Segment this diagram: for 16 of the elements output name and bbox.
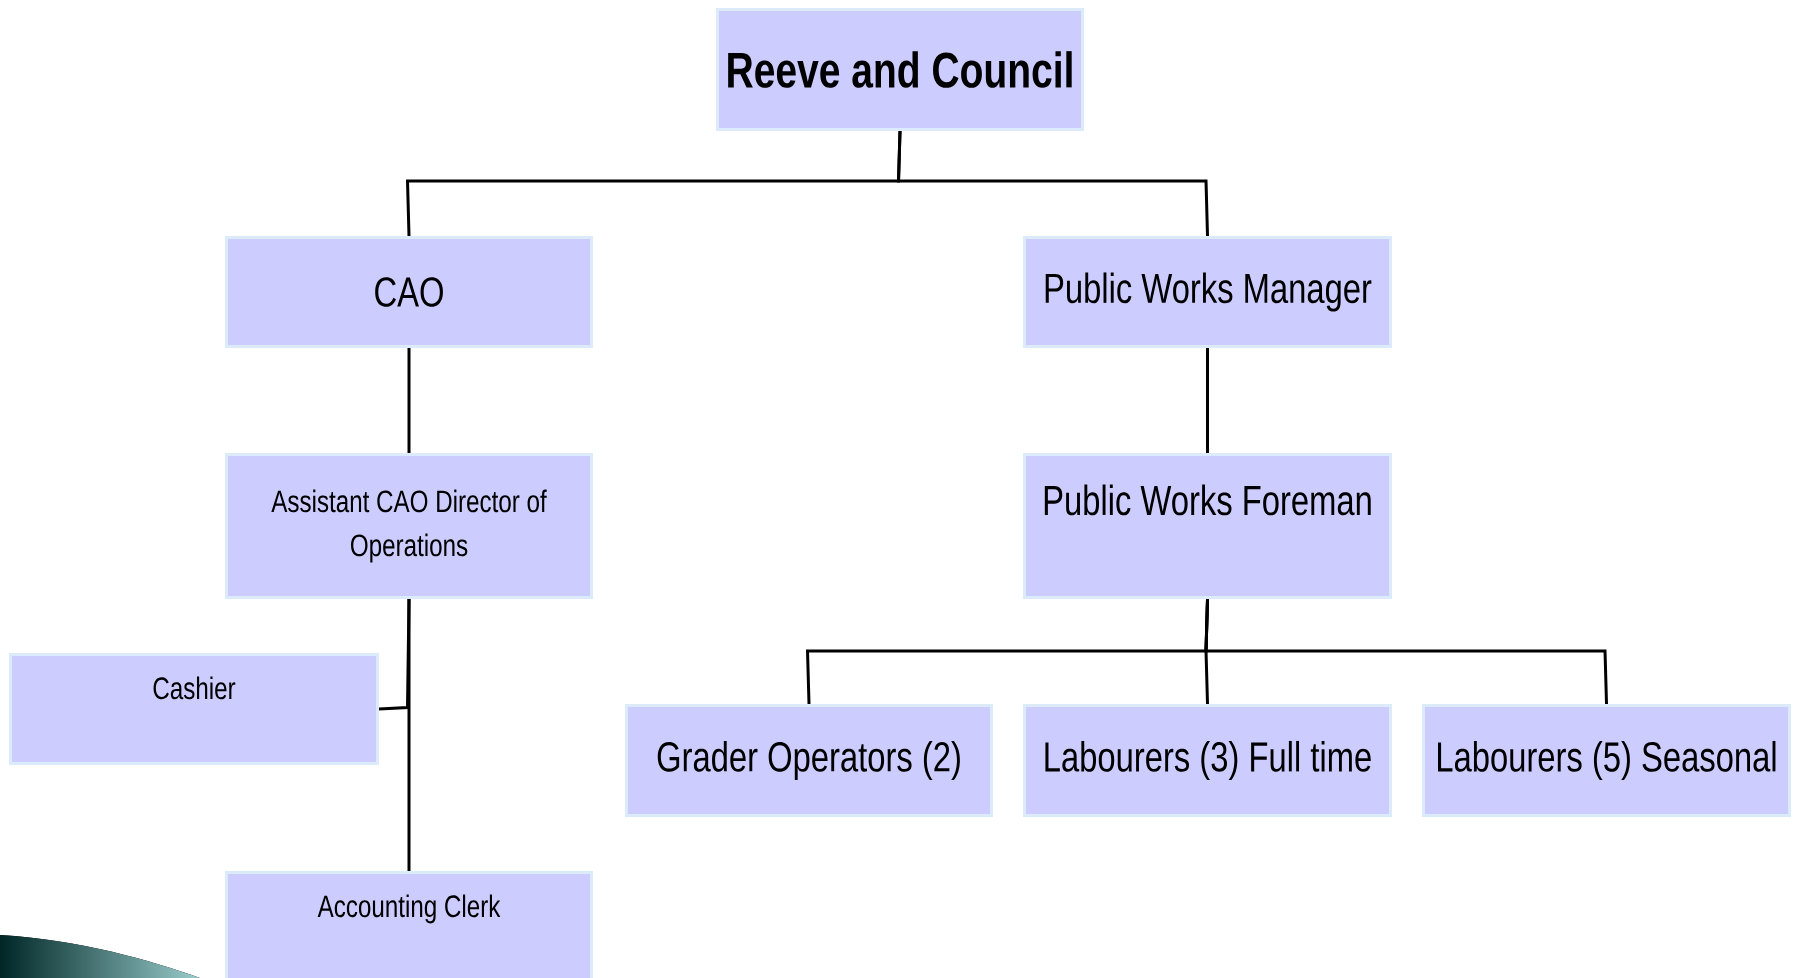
position-box: Labourers (3) Full time (1023, 704, 1392, 817)
position-box: Assistant CAO Director of Operations (225, 453, 593, 599)
connector-line (896, 130, 1209, 237)
position-box: Grader Operators (2) (625, 704, 993, 817)
position-box: Labourers (5) Seasonal (1422, 704, 1791, 817)
position-box: Reeve and Council (716, 8, 1084, 131)
position-box: Accounting Clerk (225, 871, 593, 978)
connector-line (378, 599, 411, 711)
position-box: Cashier (9, 653, 379, 765)
connector-line (1206, 348, 1209, 453)
connector-line (1204, 598, 1608, 705)
position-box: Public Works Foreman (1023, 453, 1392, 599)
connector-line (407, 599, 411, 871)
position-box: Public Works Manager (1023, 236, 1392, 348)
connector-line (407, 348, 411, 453)
position-box: CAO (225, 236, 593, 348)
